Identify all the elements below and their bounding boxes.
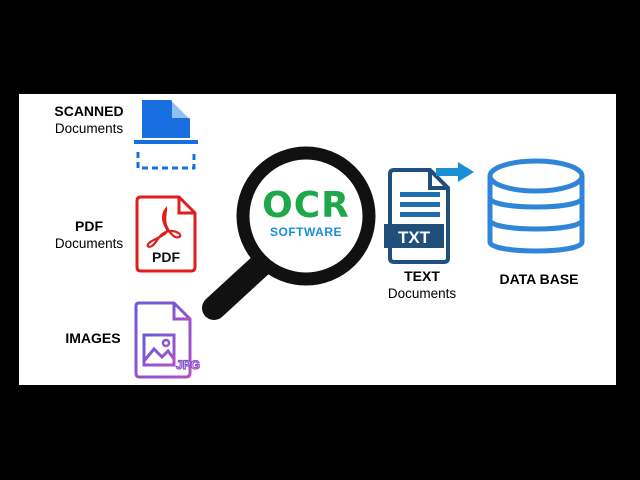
scanned-document-icon xyxy=(134,99,198,170)
images-label: IMAGES xyxy=(44,330,142,347)
text-label: TEXT Documents xyxy=(376,268,468,302)
arrow-right-icon xyxy=(436,162,474,182)
scanned-title: SCANNED xyxy=(54,103,124,119)
text-subtitle: Documents xyxy=(387,286,457,301)
scanned-label: SCANNED Documents xyxy=(44,103,134,137)
pdf-title: PDF xyxy=(75,218,103,234)
image-file-icon: JPG xyxy=(134,301,201,379)
database-icon xyxy=(487,158,585,254)
pdf-icon-text: PDF xyxy=(152,249,180,265)
images-icon-text: JPG xyxy=(176,358,200,372)
pdf-label: PDF Documents xyxy=(44,218,134,252)
scanned-subtitle: Documents xyxy=(54,121,124,136)
images-title: IMAGES xyxy=(65,330,121,346)
txt-file-icon: TXT xyxy=(384,168,450,264)
database-label: DATA BASE xyxy=(484,271,594,288)
pdf-subtitle: Documents xyxy=(54,236,124,251)
magnifier-icon xyxy=(202,146,376,320)
text-title: TEXT xyxy=(404,268,440,284)
database-title: DATA BASE xyxy=(499,271,579,287)
ocr-title: OCR xyxy=(262,185,350,226)
txt-icon-text: TXT xyxy=(398,228,431,247)
software-label: SOFTWARE xyxy=(270,225,342,239)
pdf-file-icon: PDF xyxy=(135,195,197,273)
